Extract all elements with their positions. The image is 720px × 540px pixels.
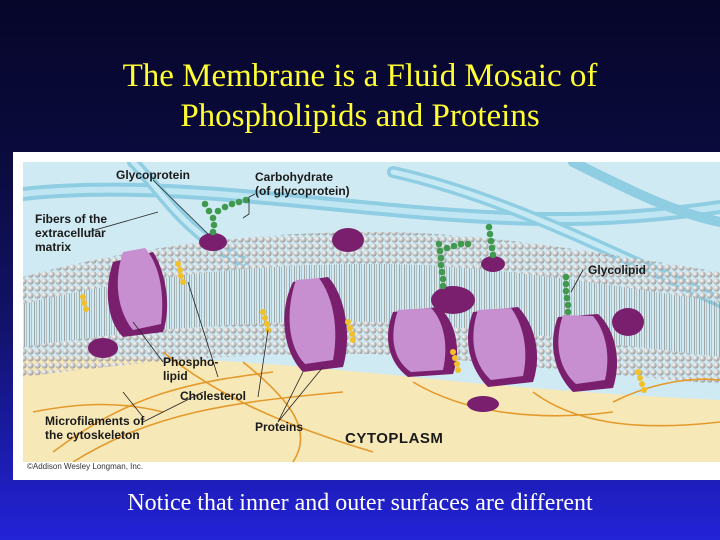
cytoplasm-label: CYTOPLASM (345, 432, 443, 446)
fibers-label-line-1: Fibers of the (35, 212, 107, 226)
microfilaments-label-line-2: the cytoskeleton (45, 428, 144, 442)
microfilaments-label-line-1: Microfilaments of (45, 414, 144, 428)
proteins-label: Proteins (255, 420, 303, 434)
phospholipid-label: Phospho- lipid (163, 355, 218, 383)
slide-caption: Notice that inner and outer surfaces are… (0, 490, 720, 517)
title-line-2: Phospholipids and Proteins (0, 96, 720, 136)
membrane-diagram: Glycoprotein Carbohydrate (of glycoprote… (13, 152, 720, 480)
fibers-label-line-2: extracellular (35, 226, 107, 240)
fibers-label-line-3: matrix (35, 240, 107, 254)
carbohydrate-label-line-1: Carbohydrate (255, 170, 350, 184)
glycolipid-label: Glycolipid (588, 263, 646, 277)
title-line-1: The Membrane is a Fluid Mosaic of (0, 56, 720, 96)
phospholipid-label-line-2: lipid (163, 369, 218, 383)
cholesterol-label: Cholesterol (180, 389, 246, 403)
carbohydrate-label: Carbohydrate (of glycoprotein) (255, 170, 350, 198)
copyright-credit: ©Addison Wesley Longman, Inc. (27, 462, 143, 471)
slide-title: The Membrane is a Fluid Mosaic of Phosph… (0, 56, 720, 136)
microfilaments-label: Microfilaments of the cytoskeleton (45, 414, 144, 442)
carbohydrate-label-line-2: (of glycoprotein) (255, 184, 350, 198)
glycoprotein-label: Glycoprotein (116, 168, 190, 182)
phospholipid-label-line-1: Phospho- (163, 355, 218, 369)
fibers-label: Fibers of the extracellular matrix (35, 212, 107, 254)
